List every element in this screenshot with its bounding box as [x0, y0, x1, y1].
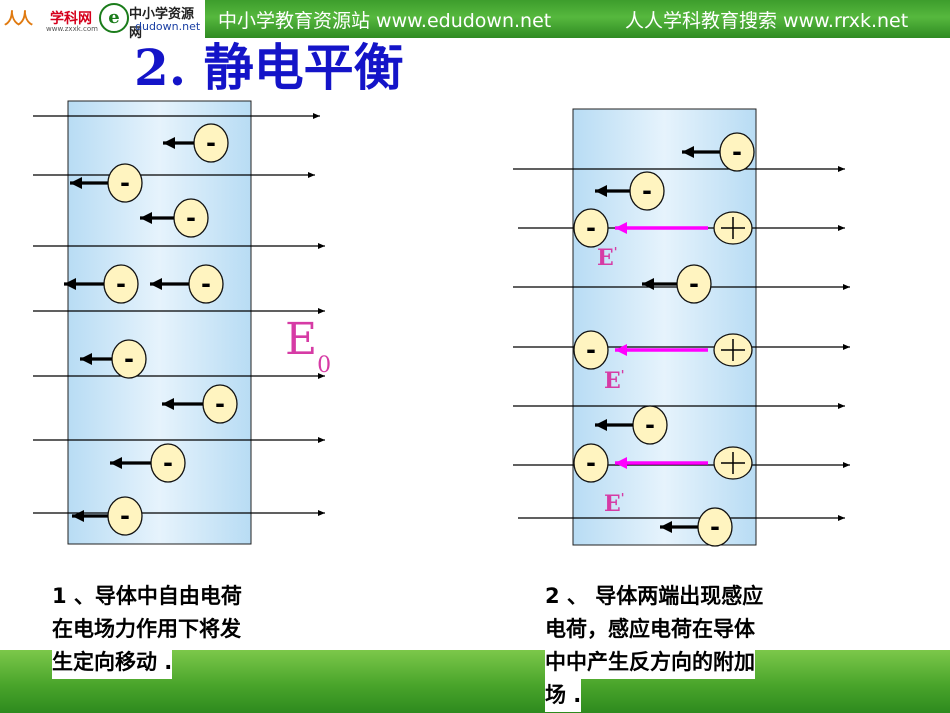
- header-banner: 人人 学科网 www.zxxk.com e 中小学资源网 dudown.net …: [0, 0, 950, 41]
- induced-field-label: E': [597, 245, 617, 271]
- minus-sign: -: [586, 336, 596, 364]
- xkw-logo: 学科网: [50, 11, 92, 27]
- negative-charge-icon: [573, 208, 609, 248]
- minus-sign: -: [645, 411, 655, 439]
- logo-area: 人人 学科网 www.zxxk.com e 中小学资源网 dudown.net: [0, 0, 205, 41]
- minus-sign: -: [689, 270, 699, 298]
- minus-sign: -: [642, 177, 652, 205]
- xkw-logo-url: www.zxxk.com: [46, 25, 98, 33]
- caption-1-line-2: 在电场力作用下将发: [52, 613, 241, 646]
- minus-sign: -: [215, 390, 225, 418]
- field-label-E0: E0: [285, 314, 331, 378]
- minus-sign: -: [186, 204, 196, 232]
- minus-sign: -: [201, 270, 211, 298]
- caption-1-line-3: 生定向移动 .: [52, 646, 173, 679]
- minus-sign: -: [120, 502, 130, 530]
- renren-logo: 人人: [4, 9, 33, 28]
- zx-logo-url: dudown.net: [135, 20, 201, 33]
- caption-2-line-1: 2 、 导体两端出现感应: [545, 580, 764, 613]
- minus-sign: -: [206, 129, 216, 157]
- site-rrxk: 人人学科教育搜索 www.rrxk.net: [625, 10, 909, 32]
- minus-sign: -: [120, 169, 130, 197]
- caption-2-line-3: 中中产生反方向的附加: [545, 646, 755, 679]
- induced-field-prime: ': [621, 491, 625, 505]
- caption-2: 2 、 导体两端出现感应 电荷，感应电荷在导体 中中产生反方向的附加 场 .: [545, 580, 764, 712]
- induced-field-label: E': [604, 491, 624, 517]
- minus-sign: -: [116, 270, 126, 298]
- site-edudown: 中小学教育资源站 www.edudown.net: [218, 10, 552, 32]
- induced-field-prime: ': [621, 368, 625, 382]
- minus-sign: -: [732, 138, 742, 166]
- minus-sign: -: [163, 449, 173, 477]
- negative-charge-icon: [573, 330, 609, 370]
- caption-2-line-2: 电荷，感应电荷在导体: [545, 613, 755, 646]
- minus-sign: -: [586, 214, 596, 242]
- induced-field-prime: ': [614, 245, 618, 259]
- induced-field-label: E': [604, 368, 624, 394]
- caption-2-line-4: 场 .: [545, 679, 582, 712]
- caption-1-line-1: 1 、导体中自由电荷: [52, 580, 242, 613]
- field-label-subscript: 0: [317, 353, 331, 378]
- minus-sign: -: [586, 449, 596, 477]
- caption-1: 1 、导体中自由电荷 在电场力作用下将发 生定向移动 .: [52, 580, 242, 679]
- page-title: 2. 静电平衡: [134, 38, 404, 97]
- e-logo-icon: e: [99, 3, 129, 33]
- negative-charge-icon: [573, 443, 609, 483]
- minus-sign: -: [124, 345, 134, 373]
- zx-logo: 中小学资源网: [129, 7, 195, 41]
- minus-sign: -: [710, 513, 720, 541]
